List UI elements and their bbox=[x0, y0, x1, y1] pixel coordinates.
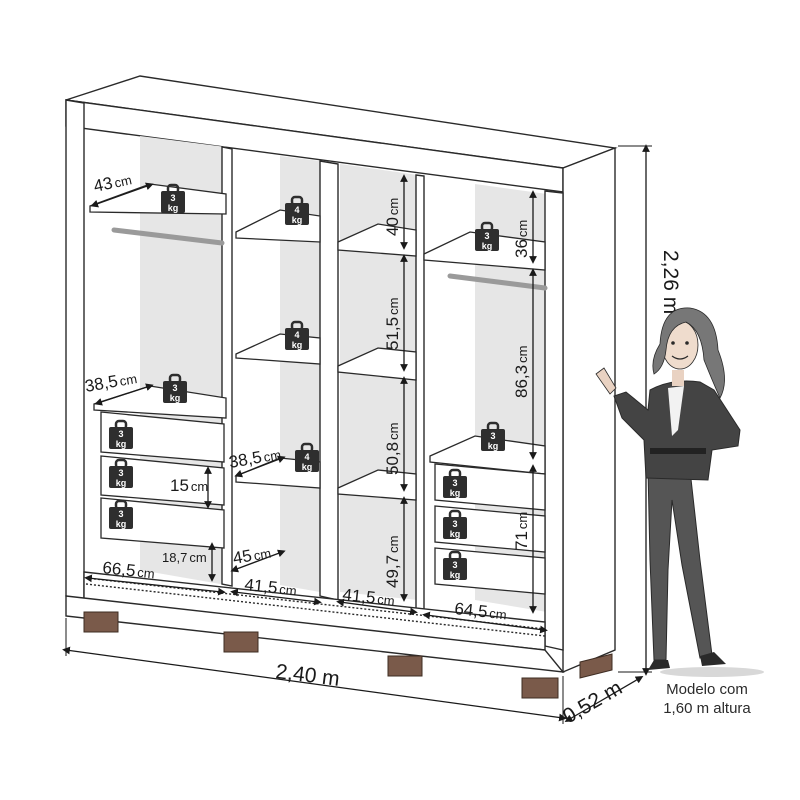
label-vert-right-2: 86,3cm bbox=[512, 346, 531, 398]
label-width-left: 66,5cm bbox=[102, 558, 156, 582]
label-total-depth: 0,52 m bbox=[559, 676, 626, 728]
figure-hair bbox=[652, 307, 725, 399]
foot-1 bbox=[83, 611, 119, 633]
foot-4 bbox=[521, 677, 559, 699]
arrow-width-left bbox=[84, 574, 226, 596]
figure-caption: Modelo com 1,60 m altura bbox=[642, 680, 772, 718]
weight-icon-top-right: 3kg bbox=[473, 221, 501, 253]
foot-2 bbox=[223, 631, 259, 653]
weight-icon-drawer-right-1: 3kg bbox=[441, 468, 469, 500]
svg-text:4: 4 bbox=[294, 330, 299, 340]
weight-icon-drawer-left-1: 3kg bbox=[107, 419, 135, 451]
svg-text:kg: kg bbox=[170, 393, 181, 403]
label-vert-center-4: 49,7cm bbox=[383, 536, 402, 588]
svg-text:kg: kg bbox=[450, 529, 461, 539]
arrow-total-width bbox=[62, 646, 567, 722]
arrow-shelf-mid-left bbox=[94, 383, 154, 406]
svg-text:kg: kg bbox=[450, 488, 461, 498]
weight-icon-top-left: 3kg bbox=[159, 183, 187, 215]
weight-icon-drawer-left-2: 3kg bbox=[107, 458, 135, 490]
shelf-mid-right bbox=[429, 435, 546, 475]
svg-text:kg: kg bbox=[116, 478, 127, 488]
foot-3 bbox=[387, 655, 423, 677]
weight-icon-mid-center: 4kg bbox=[283, 320, 311, 352]
label-shelf-top-left: 43cm bbox=[92, 169, 133, 196]
shelf-low-center2 bbox=[337, 469, 417, 501]
weight-icon-mid-right: 3kg bbox=[479, 421, 507, 453]
weight-icon-lower-center: 4kg bbox=[293, 442, 321, 474]
svg-text:kg: kg bbox=[482, 241, 493, 251]
weight-icon-drawer-right-3: 3kg bbox=[441, 550, 469, 582]
label-vert-right-3: 71cm bbox=[512, 512, 531, 550]
rod-left bbox=[111, 227, 225, 246]
drawer-left-1 bbox=[100, 411, 225, 463]
svg-text:3: 3 bbox=[170, 193, 175, 203]
svg-text:kg: kg bbox=[292, 215, 303, 225]
svg-text:kg: kg bbox=[168, 203, 179, 213]
arrow-total-depth bbox=[564, 676, 644, 722]
side-left bbox=[65, 99, 85, 601]
svg-text:3: 3 bbox=[490, 431, 495, 441]
label-width-center-right: 41,5cm bbox=[342, 585, 396, 609]
svg-text:kg: kg bbox=[488, 441, 499, 451]
caption-line-2: 1,60 m altura bbox=[663, 700, 751, 717]
arrow-shelf-top-left bbox=[90, 182, 154, 208]
svg-text:kg: kg bbox=[302, 462, 313, 472]
shelf-top-center2 bbox=[337, 223, 417, 257]
svg-text:3: 3 bbox=[452, 478, 457, 488]
label-total-height: 2,26 m bbox=[659, 250, 682, 314]
figure-legs bbox=[647, 469, 713, 661]
foot-5 bbox=[579, 653, 613, 679]
label-width-right: 64,5cm bbox=[454, 599, 508, 623]
svg-text:4: 4 bbox=[304, 452, 309, 462]
arrow-width-right bbox=[422, 611, 548, 634]
weight-icons: 3kg 4kg 4kg 3kg 3kg 3kg 3kg 3kg 4kg 3kg … bbox=[107, 183, 507, 582]
svg-text:kg: kg bbox=[116, 519, 127, 529]
arrow-width-center-right bbox=[336, 598, 418, 616]
divider-4 bbox=[544, 190, 564, 651]
label-vert-center-2: 51,5cm bbox=[383, 298, 402, 350]
svg-text:3: 3 bbox=[452, 519, 457, 529]
arrow-module-depth bbox=[230, 549, 286, 573]
svg-text:3: 3 bbox=[172, 383, 177, 393]
divider-3 bbox=[415, 174, 425, 611]
label-width-center-left: 41,5cm bbox=[244, 575, 298, 599]
svg-text:3: 3 bbox=[118, 509, 123, 519]
label-vert-center-3: 50,8cm bbox=[383, 423, 402, 475]
label-total-width: 2,40 m bbox=[274, 660, 341, 691]
drawer-right-1 bbox=[434, 463, 546, 511]
svg-text:3: 3 bbox=[118, 429, 123, 439]
weight-icon-drawer-right-2: 3kg bbox=[441, 509, 469, 541]
side-right bbox=[562, 146, 616, 674]
svg-text:kg: kg bbox=[292, 340, 303, 350]
svg-text:3: 3 bbox=[118, 468, 123, 478]
human-scale-figure bbox=[595, 307, 764, 677]
label-module-depth: 45cm bbox=[231, 543, 272, 568]
label-vert-center-1: 40cm bbox=[383, 198, 402, 236]
divider-2 bbox=[319, 160, 339, 601]
arrow-width-center-left bbox=[230, 588, 322, 606]
label-vert-right-1: 36cm bbox=[512, 220, 531, 258]
svg-text:3: 3 bbox=[452, 560, 457, 570]
weight-icon-mid-left: 3kg bbox=[161, 373, 189, 405]
arrow-shelf-mid-center bbox=[234, 455, 286, 478]
svg-text:kg: kg bbox=[450, 570, 461, 580]
weight-icon-drawer-left-3: 3kg bbox=[107, 499, 135, 531]
figure-hand bbox=[595, 367, 617, 395]
label-shelf-mid-left: 38,5cm bbox=[83, 368, 138, 396]
svg-text:3: 3 bbox=[484, 231, 489, 241]
svg-text:4: 4 bbox=[294, 205, 299, 215]
svg-text:kg: kg bbox=[116, 439, 127, 449]
shelf-mid-center2 bbox=[337, 347, 417, 381]
caption-line-1: Modelo com bbox=[666, 681, 748, 698]
weight-icon-top-center: 4kg bbox=[283, 195, 311, 227]
